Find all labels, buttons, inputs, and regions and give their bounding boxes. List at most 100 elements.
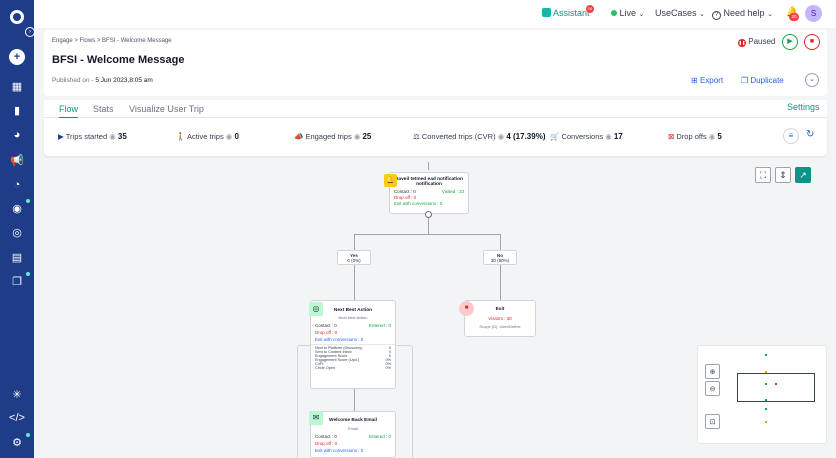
zoom-out-icon[interactable]: ⊖ [705,381,720,396]
assistant-label: Assistant [553,8,590,18]
tab-visualize-user-trip[interactable]: Visualize User Trip [129,104,204,114]
stop-button[interactable]: ■ [804,34,820,50]
minimap-node [765,354,767,356]
live-label: Live [619,8,637,18]
drop-off-icon: ⊠ [668,132,675,141]
minimap-node [765,383,767,385]
stats-bar: ▶ Trips started ◉ 35 🚶 Active trips ◉ 0 … [44,118,827,156]
connector-top [428,162,429,170]
duplicate-button[interactable]: ❐ Duplicate [741,76,784,85]
filter-button[interactable]: ≡ [783,128,799,144]
tab-stats[interactable]: Stats [93,104,114,114]
yes-branch-label[interactable]: Yes 0 (0%) [337,250,371,265]
integrations-icon[interactable]: ✳ [12,388,22,401]
minimap-viewport[interactable] [737,373,815,402]
stat-trips-started: ▶ Trips started ◉ 35 [58,132,127,141]
content-icon[interactable]: ▤ [11,251,23,264]
flow-tabs: Flow Stats Visualize User Trip Settings [44,100,827,119]
stat-engaged-trips: 📣 Engaged trips ◉ 25 [294,132,372,141]
live-dropdown[interactable]: Live ⌄ [611,8,644,18]
help-icon: ? [712,11,721,20]
flow-header: Engage > Flows > BFSI - Welcome Message … [44,30,827,96]
info-icon: ◉ [497,132,505,141]
fit-screen-icon[interactable]: ⛶ [755,167,771,183]
segments-icon[interactable]: ◕ [13,129,21,141]
connector-split [354,234,500,235]
personalize-icon[interactable]: ◎ [12,226,22,239]
export-button[interactable]: ⊞ Export [691,76,724,85]
avatar[interactable]: S [805,5,822,22]
node1-handle[interactable] [425,211,432,218]
connector-yes-down [354,234,355,300]
minimap-node [765,408,767,410]
usecases-label: UseCases [655,8,697,18]
next-best-action-icon: ◎ [309,302,323,316]
megaphone-icon: 📣 [294,132,304,141]
bell-icon[interactable]: 🔔 [786,7,798,18]
published-info: Published on - 5 Jun 2023,8:05 am [52,77,153,84]
assistant-icon [542,8,551,17]
email-icon: ✉ [309,411,323,425]
node3-counts: Contact : 0 Entered : 0 [315,434,391,439]
collapse-icon[interactable]: ⇕ [775,167,791,183]
journeys-icon[interactable]: ◔ [13,179,21,191]
topbar: Assistant 10 Live ⌄ UseCases ⌄ ? Need he… [34,0,836,28]
zoom-in-icon[interactable]: ⊕ [705,364,720,379]
stat-converted-trips: ⚖ Converted trips (CVR) ◉ 4 (17.39%) [413,132,546,141]
minimap-node [765,371,767,373]
info-icon: ◉ [605,132,612,141]
add-icon[interactable]: + [9,49,25,65]
focus-icon[interactable]: ⊡ [705,414,720,429]
node1-counts: Contact : 0 Visited : 33 [394,189,464,194]
notification-bell-icon: 🔔 [384,174,397,187]
assistant-button[interactable]: Assistant [542,8,590,18]
campaigns-icon[interactable]: 📢 [10,154,24,167]
node2-counts: Contact : 0 Entered : 0 [315,323,391,328]
code-icon[interactable]: </> [9,412,25,424]
need-help-label: Need help [723,8,765,18]
info-icon: ◉ [225,132,233,141]
breadcrumb[interactable]: Engage > Flows > BFSI - Welcome Message [52,38,172,44]
chevron-down-icon: ⌄ [699,11,705,18]
trend-icon[interactable]: ↗ [795,167,811,183]
notification-node[interactable]: 🔔 Haveil tetmed ead notification notific… [384,172,469,214]
stat-active-trips: 🚶 Active trips ◉ 0 [176,132,239,141]
cart-icon: 🛒 [550,132,560,141]
logo-icon[interactable] [10,10,24,24]
no-branch-label[interactable]: No 30 (90%) [483,250,517,265]
flow-canvas[interactable]: ⛶ ⇕ ↗ 🔔 Haveil tetmed ead notification n… [44,162,827,458]
users-icon[interactable]: ◉ [12,202,22,215]
welcome-back-email-node[interactable]: ✉ Welcome Back Email Email Contact : 0 E… [309,411,396,458]
play-icon: ▶ [58,132,64,141]
play-button[interactable]: ▶ [782,34,798,50]
exit-stop-icon: ■ [459,301,474,316]
library-icon[interactable]: ❐ [12,275,22,288]
tab-flow[interactable]: Flow [59,104,79,119]
walking-icon: 🚶 [176,132,186,141]
minimap-node [775,383,777,385]
expand-header-button[interactable]: ⌄ [805,73,819,87]
export-icon: ⊞ [691,76,698,85]
chevron-down-icon: ⌄ [767,11,773,18]
connector-no-down [500,234,501,300]
chevron-down-icon: ⌄ [638,11,645,18]
info-icon: ◉ [353,132,361,141]
exit-node[interactable]: ■ Exit Visitors : 30 Scope (D): User/Def… [459,300,536,337]
settings-icon[interactable]: ⚙ [12,436,22,449]
expand-sidebar-icon[interactable]: › [25,27,35,37]
minimap-node [765,399,767,401]
settings-link[interactable]: Settings [787,102,820,112]
connector-node1-down [428,214,429,234]
library-dot-icon [26,272,30,276]
bell-badge: 20 [789,13,799,21]
stat-drop-offs: ⊠ Drop offs ◉ 5 [668,132,722,141]
status-badge: ❚❚ Paused [738,37,776,47]
need-help-dropdown[interactable]: ? Need help ⌄ [712,8,773,20]
next-best-action-node[interactable]: ◎ Next Best Action Next best Action Cont… [309,300,396,389]
dashboard-icon[interactable]: ▦ [11,80,23,93]
usecases-dropdown[interactable]: UseCases ⌄ [655,8,705,18]
info-icon: ◉ [109,132,116,141]
refresh-icon[interactable]: ↻ [806,129,815,140]
minimap[interactable]: ⊕ ⊖ ⊡ [697,345,827,444]
analytics-icon[interactable]: ▮ [13,104,21,117]
